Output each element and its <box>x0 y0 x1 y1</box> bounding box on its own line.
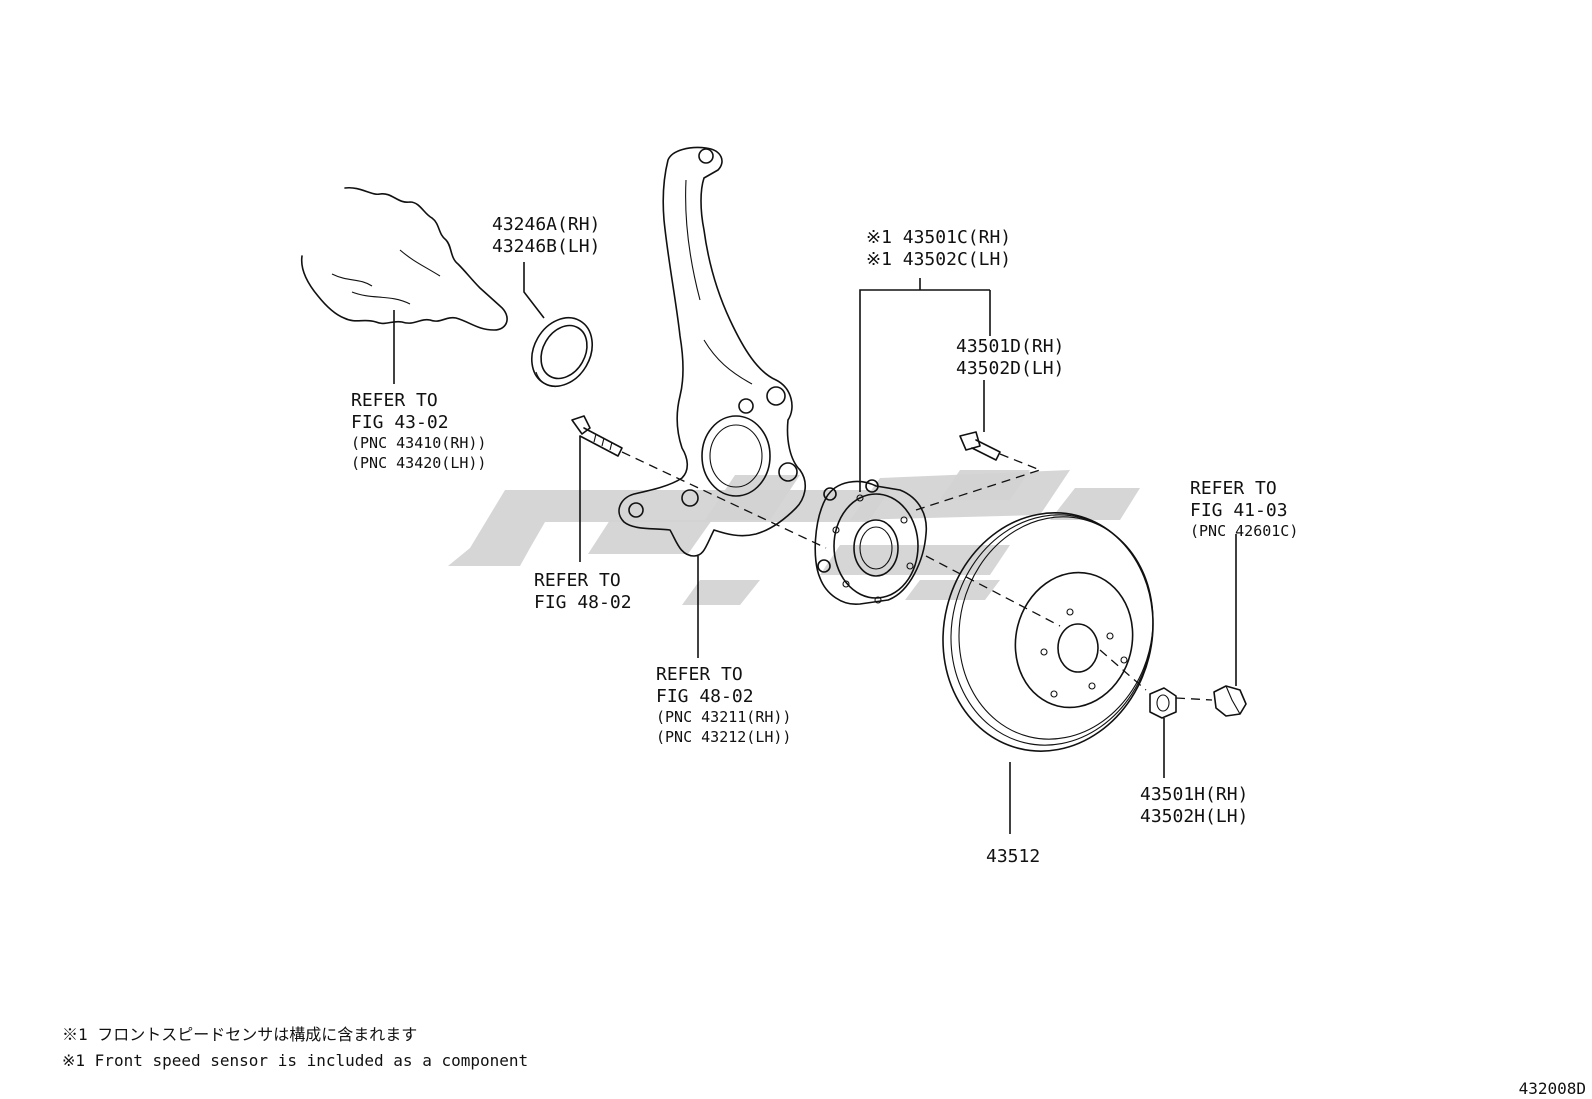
hub-bolt-drawing <box>959 431 1001 461</box>
figure-id: 432008D <box>1519 1079 1586 1098</box>
watermark-logo <box>448 470 1140 605</box>
hub-bearing-drawing <box>814 479 928 605</box>
refer-43-02-pnc-lh: (PNC 43420(LH)) <box>351 454 486 472</box>
refer-48-02-knuckle-pnc-rh: (PNC 43211(RH)) <box>656 708 791 726</box>
refer-41-03-pnc: (PNC 42601C) <box>1190 522 1298 540</box>
hub-nut-rh-label: 43501H(RH) <box>1140 784 1248 805</box>
hub-bolt-rh-label: 43501D(RH) <box>956 336 1064 357</box>
refer-43-02-line2: FIG 43-02 <box>351 412 449 433</box>
hub-cap-drawing <box>1213 685 1247 717</box>
refer-48-02-knuckle-line2: FIG 48-02 <box>656 686 754 707</box>
driveshaft-end-drawing <box>300 186 508 331</box>
hub-bolt-lh-label: 43502D(LH) <box>956 358 1064 379</box>
refer-48-02-knuckle-pnc-lh: (PNC 43212(LH)) <box>656 728 791 746</box>
refer-43-02-line1: REFER TO <box>351 390 438 411</box>
footnote-japanese: ※1 フロントスピードセンサは構成に含まれます <box>62 1025 417 1044</box>
hub-nut-lh-label: 43502H(LH) <box>1140 806 1248 827</box>
brake-disc-drawing <box>942 512 1154 752</box>
refer-43-02-pnc-rh: (PNC 43410(RH)) <box>351 434 486 452</box>
hub-assy-lh-label: ※1 43502C(LH) <box>866 249 1011 270</box>
hub-nut-drawing <box>1149 687 1177 719</box>
refer-41-03-line2: FIG 41-03 <box>1190 500 1288 521</box>
refer-41-03-line1: REFER TO <box>1190 478 1277 499</box>
oil-seal-drawing <box>531 317 593 388</box>
refer-48-02-knuckle-line1: REFER TO <box>656 664 743 685</box>
seal-lh-label: 43246B(LH) <box>492 236 600 257</box>
steering-knuckle-drawing <box>618 146 807 557</box>
assembly-center-lines <box>621 451 1213 701</box>
seal-rh-label: 43246A(RH) <box>492 214 600 235</box>
footnote-english: ※1 Front speed sensor is included as a c… <box>62 1051 528 1070</box>
knuckle-bolt-drawing <box>571 415 623 457</box>
leader-lines <box>393 262 1237 834</box>
disc-label: 43512 <box>986 846 1040 867</box>
refer-48-02-bolt-line2: FIG 48-02 <box>534 592 632 613</box>
hub-assy-rh-label: ※1 43501C(RH) <box>866 227 1011 248</box>
refer-48-02-bolt-line1: REFER TO <box>534 570 621 591</box>
